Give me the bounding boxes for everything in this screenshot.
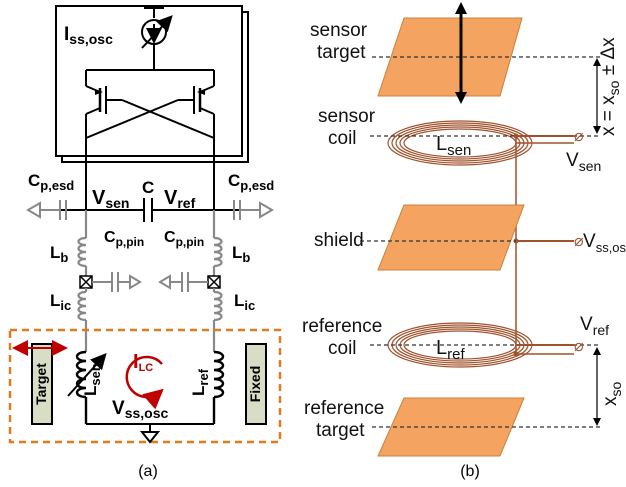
xso-label: xso bbox=[600, 382, 624, 407]
v-ss-osc-terminal-label: Vss,osc bbox=[583, 231, 626, 255]
ground-icon bbox=[139, 431, 161, 444]
lic-left-label: Lic bbox=[50, 291, 71, 313]
lb-left-label: Lb bbox=[50, 243, 68, 265]
x-equation-label: x = xso ± Δx bbox=[598, 37, 622, 136]
cp-pin-left-label: Cp,pin bbox=[104, 229, 144, 249]
sensor-target-label-2: target bbox=[317, 42, 366, 63]
target-block bbox=[31, 343, 53, 425]
sensor-coil-label-1: sensor bbox=[318, 106, 376, 127]
v-sen-label: Vsen bbox=[92, 187, 129, 211]
reference-target-label-2: target bbox=[316, 420, 365, 441]
l-sen-coil-label: Lsen bbox=[436, 133, 471, 159]
iss-osc-label: Iss,osc bbox=[64, 24, 113, 47]
l-ref-coil-label: Lref bbox=[436, 337, 465, 363]
lb-right-inductor bbox=[212, 210, 223, 276]
sensor-coil-label-2: coil bbox=[328, 128, 357, 149]
reference-target-label-1: reference bbox=[304, 398, 384, 419]
v-sen-terminal-label: Vsen bbox=[566, 150, 601, 174]
lic-left-inductor bbox=[77, 288, 88, 352]
sensor-target-label-1: sensor bbox=[310, 20, 368, 41]
vss-osc-label: Vss,osc bbox=[112, 398, 168, 421]
c-label: C bbox=[142, 178, 154, 197]
ground-right-esd-icon bbox=[259, 201, 274, 219]
reference-coil-label-2: coil bbox=[328, 338, 357, 359]
panel-a: Iss,osc Cp,esd Cp,esd bbox=[8, 5, 282, 480]
i-lc-label: ILC bbox=[133, 351, 153, 374]
caption-b: (b) bbox=[460, 463, 480, 480]
l-sen-coil bbox=[75, 350, 88, 424]
fixed-block bbox=[245, 343, 267, 425]
cp-esd-left-label: Cp,esd bbox=[28, 171, 74, 193]
v-ref-label: Vref bbox=[164, 187, 196, 211]
ground-left-esd-icon bbox=[26, 201, 41, 219]
sensor-terminal-icon: ⌀ bbox=[574, 128, 584, 145]
reference-coil-label-1: reference bbox=[302, 316, 382, 337]
l-ref-coil bbox=[212, 350, 225, 424]
v-ref-terminal-label: Vref bbox=[580, 314, 609, 338]
caption-a: (a) bbox=[138, 463, 158, 480]
panel-b: sensor target ⌀ sensor coil Lsen Vsen ⌀ … bbox=[302, 2, 626, 480]
ground-pin-right-icon bbox=[158, 274, 171, 290]
reference-terminal-icon: ⌀ bbox=[574, 338, 584, 355]
shield-label: shield bbox=[314, 230, 364, 251]
sensor-module-box bbox=[8, 328, 282, 444]
shield-terminal-icon: ⌀ bbox=[574, 233, 584, 250]
cp-esd-right-label: Cp,esd bbox=[228, 171, 274, 193]
shield-plate bbox=[377, 204, 525, 271]
lic-right-label: Lic bbox=[234, 291, 255, 313]
cp-pin-right-label: Cp,pin bbox=[164, 229, 204, 249]
l-sen-label: Lsen bbox=[81, 363, 103, 396]
ground-pin-left-icon bbox=[129, 274, 142, 290]
sensor-coil bbox=[387, 120, 533, 166]
lic-right-inductor bbox=[212, 288, 223, 352]
lb-left-inductor bbox=[77, 210, 88, 276]
target-block-label: Target bbox=[33, 363, 49, 405]
lb-right-label: Lb bbox=[232, 243, 250, 265]
fixed-block-label: Fixed bbox=[247, 366, 263, 403]
l-ref-label: Lref bbox=[189, 368, 211, 396]
i-lc-loop-icon bbox=[125, 355, 164, 410]
variable-arrow-icon bbox=[67, 353, 107, 397]
